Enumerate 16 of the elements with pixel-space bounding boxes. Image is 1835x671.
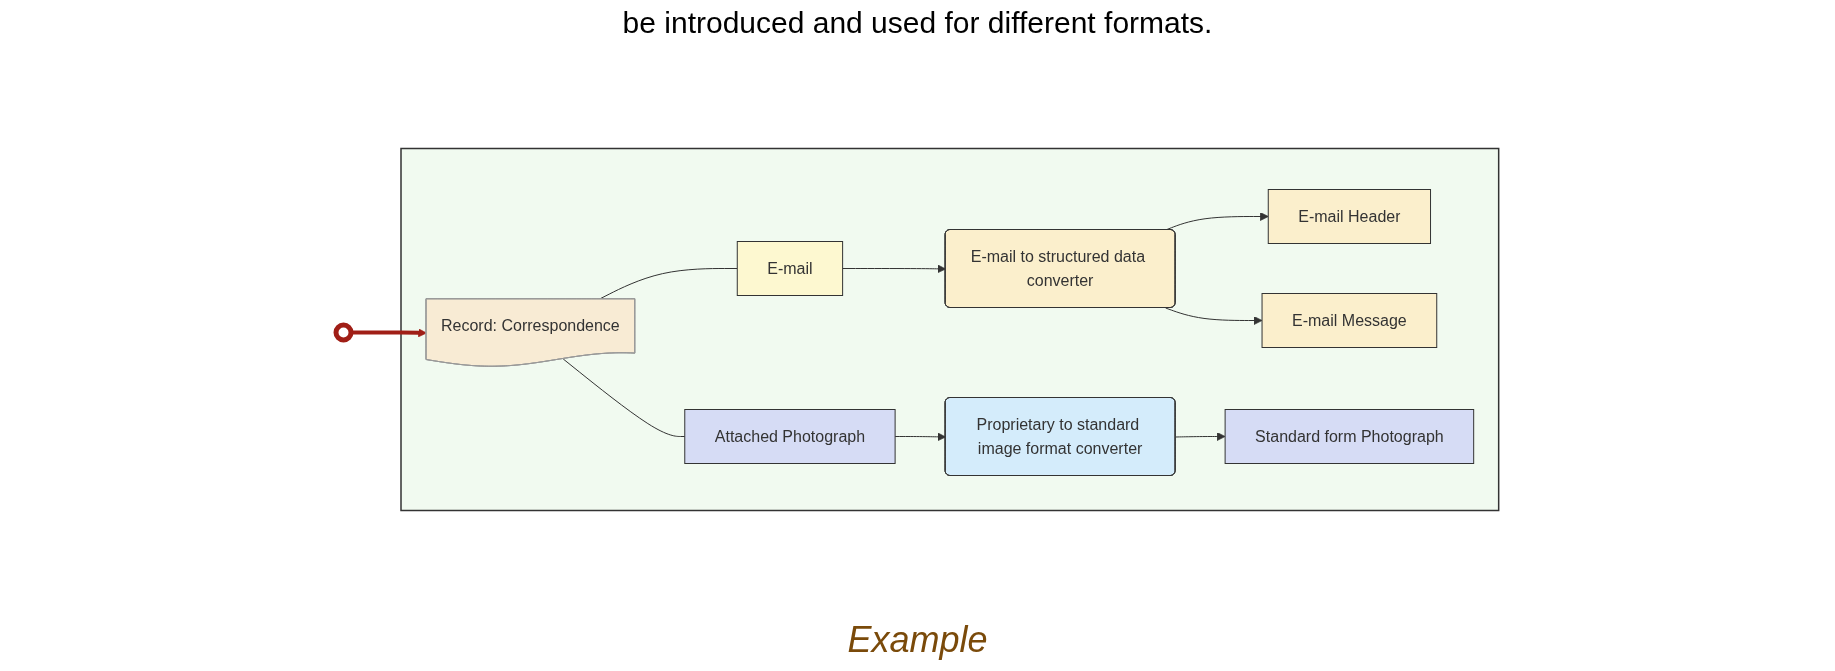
arrow	[894, 432, 947, 442]
arrow	[1165, 307, 1263, 325]
node-box: Attached Photograph	[684, 409, 896, 464]
node-box: Standard form Photograph	[1224, 409, 1475, 464]
arrow	[1175, 432, 1226, 441]
heading-text: be introduced and used for different formats.	[622, 6, 1213, 40]
caption: Example	[847, 619, 988, 661]
cluster	[400, 147, 1500, 512]
connector	[562, 358, 686, 437]
node-box: E-mail Header	[1267, 189, 1432, 244]
arrow	[1165, 212, 1269, 231]
arrow	[842, 264, 947, 274]
node-circle	[333, 322, 354, 343]
arrow	[351, 328, 428, 338]
node-box: E-mail	[736, 241, 844, 296]
node-box: E-mail Message	[1261, 293, 1438, 348]
